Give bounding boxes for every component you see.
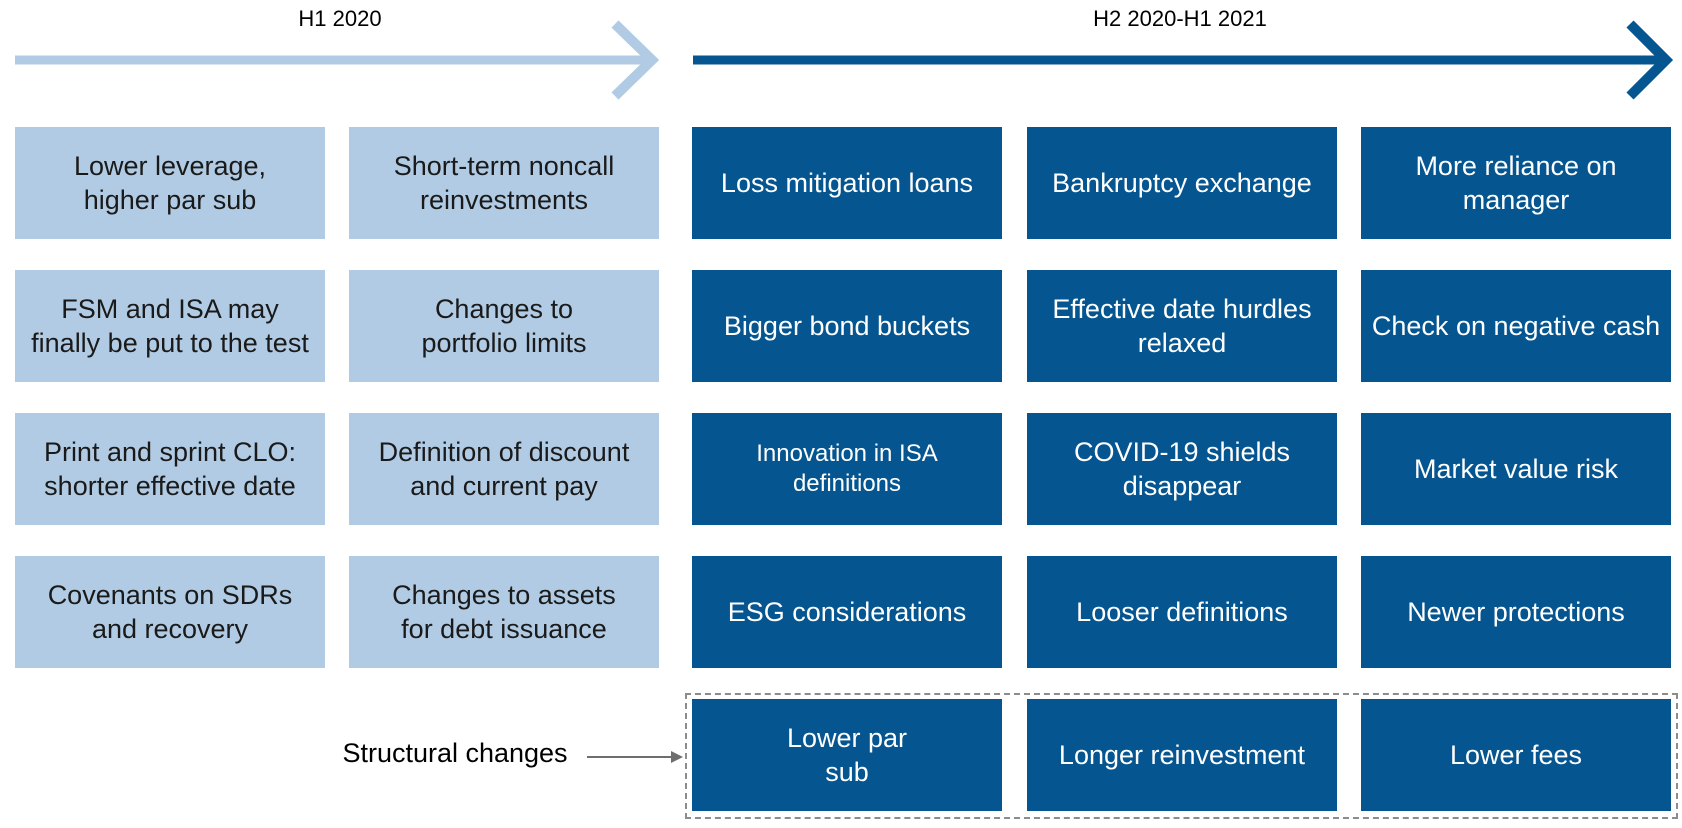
item-bankruptcy-exchange: Bankruptcy exchange xyxy=(1027,127,1337,239)
item-looser-definitions: Looser definitions xyxy=(1027,556,1337,668)
item-market-value-risk: Market value risk xyxy=(1361,413,1671,525)
item-covenants-sdrs: Covenants on SDRs and recovery xyxy=(15,556,325,668)
structural-changes-frame xyxy=(685,693,1678,819)
item-short-term-noncall: Short-term noncall reinvestments xyxy=(349,127,659,239)
phase-h2-2020-h1-2021-label: H2 2020-H1 2021 xyxy=(1093,6,1267,31)
phase-h1-2020-label: H1 2020 xyxy=(298,6,382,31)
item-innovation-isa: Innovation in ISA definitions xyxy=(692,413,1002,525)
timeline-arrows xyxy=(15,20,1674,100)
item-lower-par-sub: Lower par sub xyxy=(692,699,1002,811)
item-definition-of-discount: Definition of discount and current pay xyxy=(349,413,659,525)
item-bigger-bond-buckets: Bigger bond buckets xyxy=(692,270,1002,382)
item-fsm-isa: FSM and ISA may finally be put to the te… xyxy=(15,270,325,382)
phase2-arrow xyxy=(693,20,1674,100)
item-loss-mitigation-loans: Loss mitigation loans xyxy=(692,127,1002,239)
item-newer-protections: Newer protections xyxy=(1361,556,1671,668)
item-portfolio-limits: Changes to portfolio limits xyxy=(349,270,659,382)
item-longer-reinvestment: Longer reinvestment xyxy=(1027,699,1337,811)
phase1-arrow xyxy=(15,20,660,100)
item-lower-leverage: Lower leverage, higher par sub xyxy=(15,127,325,239)
item-lower-fees: Lower fees xyxy=(1361,699,1671,811)
item-negative-cash: Check on negative cash xyxy=(1361,270,1671,382)
structural-arrow-icon xyxy=(587,751,683,763)
item-print-and-sprint: Print and sprint CLO: shorter effective … xyxy=(15,413,325,525)
item-assets-debt-issuance: Changes to assets for debt issuance xyxy=(349,556,659,668)
item-esg-considerations: ESG considerations xyxy=(692,556,1002,668)
item-effective-date-hurdles: Effective date hurdles relaxed xyxy=(1027,270,1337,382)
structural-changes-label: Structural changes xyxy=(342,738,568,768)
item-covid-shields: COVID-19 shields disappear xyxy=(1027,413,1337,525)
item-more-reliance-on-manager: More reliance on manager xyxy=(1361,127,1671,239)
